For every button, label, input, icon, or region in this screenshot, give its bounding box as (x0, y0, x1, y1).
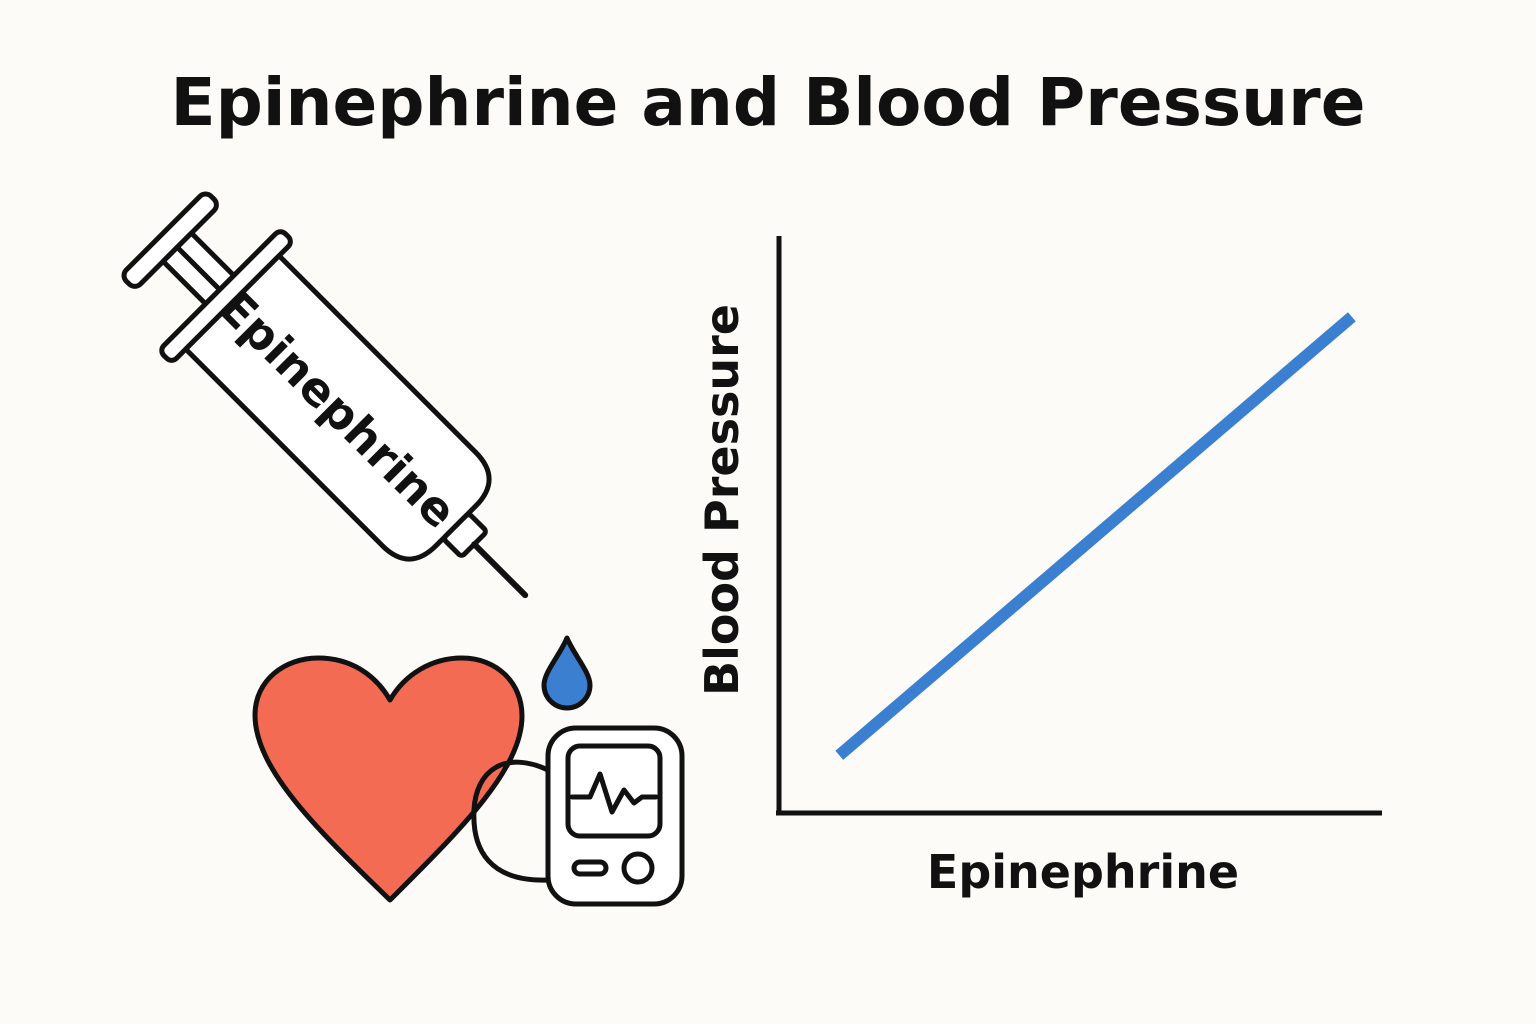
monitor-screen (565, 743, 663, 839)
syringe-icon: Epinephrine (121, 191, 529, 599)
x-axis-label: Epinephrine (927, 845, 1239, 899)
blood-pressure-monitor-icon (471, 725, 685, 907)
cuff-tube (471, 759, 551, 883)
monitor-round-button (621, 851, 655, 885)
series-line (835, 312, 1356, 760)
page-title: Epinephrine and Blood Pressure (170, 64, 1366, 141)
drop-icon (541, 635, 593, 711)
plunger-rod-divider (174, 244, 227, 297)
line-chart: Epinephrine Blood Pressure (695, 236, 1382, 899)
monitor-button-slot (571, 859, 609, 877)
heart-icon (252, 655, 525, 903)
pulse-waveform (569, 771, 659, 815)
y-axis-label: Blood Pressure (695, 304, 749, 696)
syringe-needle (471, 541, 529, 599)
syringe-barrel (183, 253, 492, 562)
